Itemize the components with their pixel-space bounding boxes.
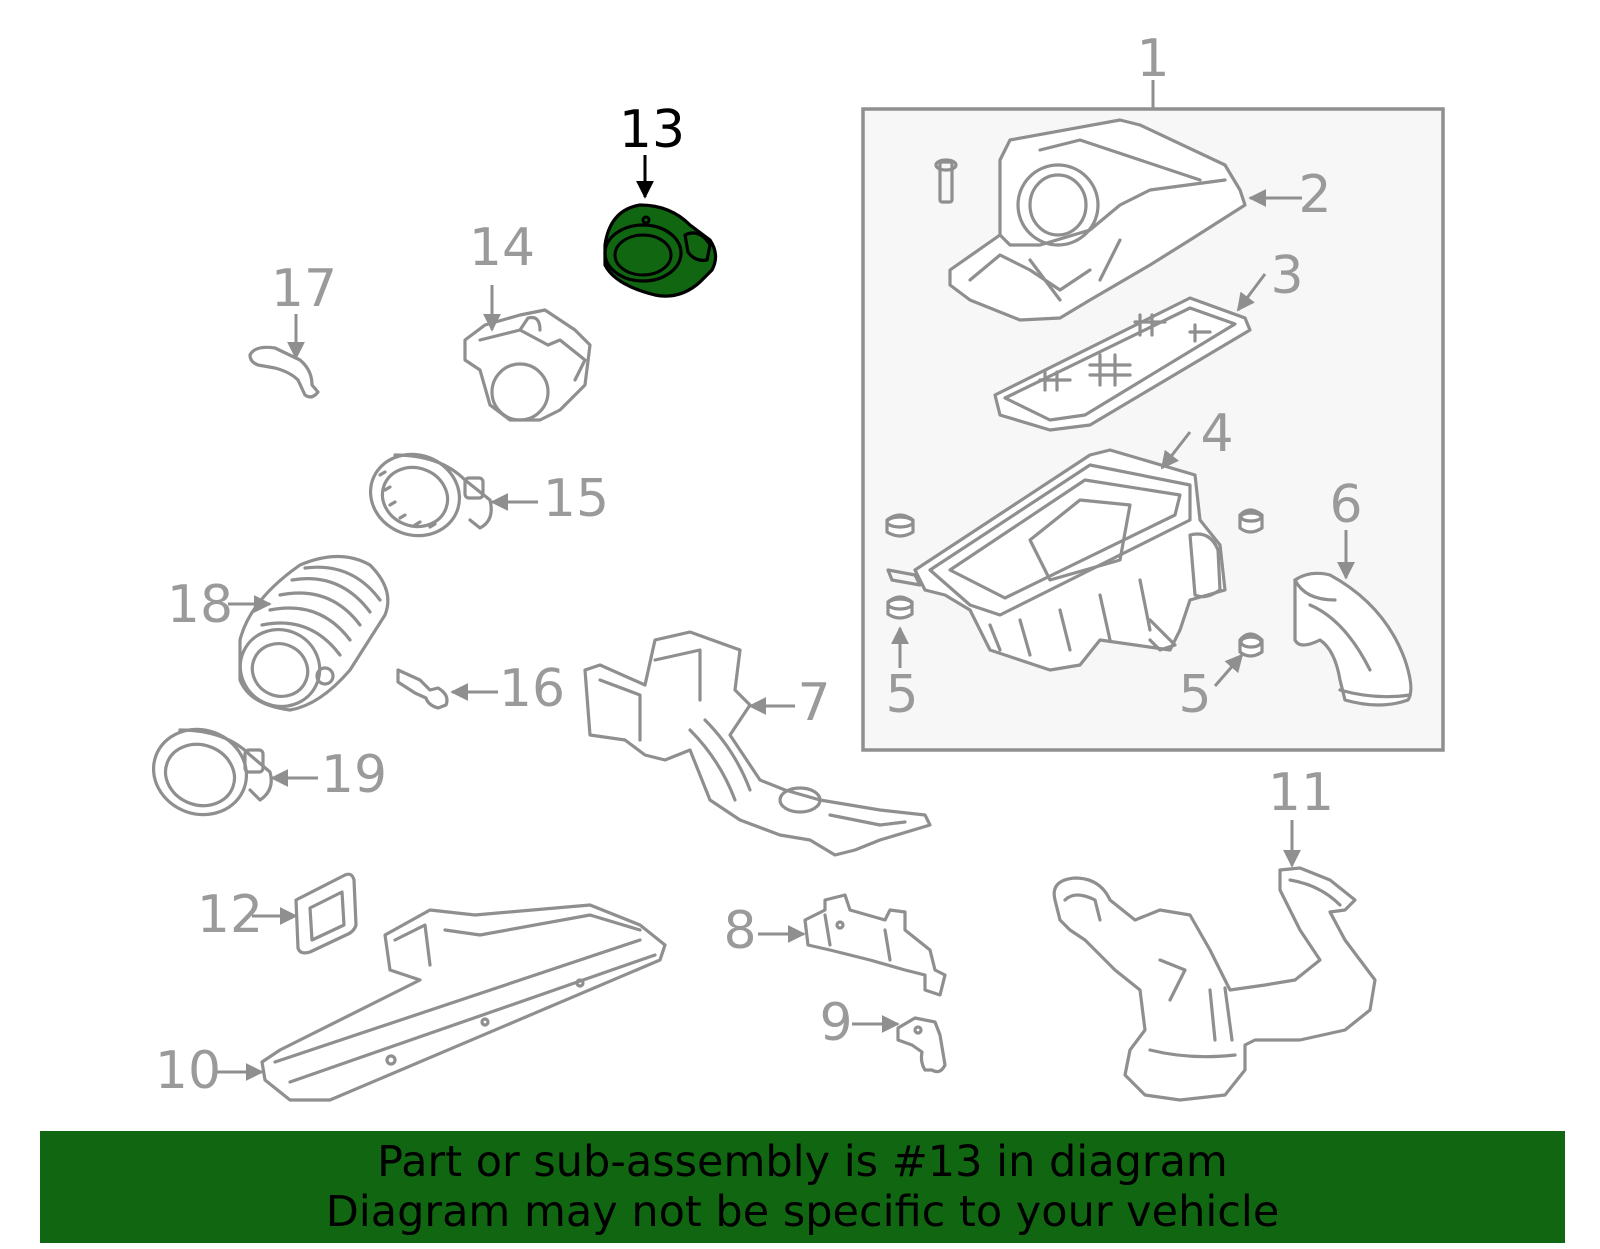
callout-9: 9 [819, 993, 852, 1053]
callout-10: 10 [155, 1041, 221, 1101]
part-12-gasket [294, 872, 358, 955]
info-banner: Part or sub-assembly is #13 in diagram D… [40, 1131, 1565, 1243]
callout-6: 6 [1329, 475, 1362, 535]
part-3-filter [993, 296, 1252, 432]
part-15-clamp [368, 452, 493, 538]
callout-8: 8 [723, 901, 756, 961]
callout-17: 17 [271, 259, 337, 319]
part-8-bracket [803, 893, 947, 997]
callout-2: 2 [1298, 165, 1331, 225]
part-14-sensor [463, 308, 592, 422]
part-7-duct [583, 630, 932, 857]
part-19-clamp [151, 727, 273, 817]
banner-line-2: Diagram may not be specific to your vehi… [325, 1187, 1280, 1237]
banner-line-1: Part or sub-assembly is #13 in diagram [377, 1137, 1228, 1187]
part-10-duct [260, 903, 667, 1102]
callout-4: 4 [1200, 404, 1233, 464]
callout-15: 15 [543, 469, 609, 529]
callout-5b: 5 [1178, 665, 1211, 725]
callout-14: 14 [469, 218, 535, 278]
part-2-cover [934, 118, 1247, 322]
callout-11: 11 [1268, 763, 1334, 823]
callout-13: 13 [619, 100, 685, 160]
callout-7: 7 [797, 673, 830, 733]
callout-19: 19 [321, 745, 387, 805]
callout-3: 3 [1270, 246, 1303, 306]
callout-18: 18 [167, 575, 233, 635]
callout-1: 1 [1136, 29, 1169, 89]
part-17-hose [248, 345, 320, 399]
part-16-clip [396, 668, 449, 710]
part-13-clamp-highlighted [603, 203, 718, 298]
part-6-elbow [1293, 571, 1413, 707]
part-4-housing [886, 448, 1227, 672]
callout-16: 16 [499, 659, 565, 719]
part-18-bellows [238, 555, 390, 712]
part-5-grommets [885, 508, 1264, 658]
callout-12: 12 [197, 885, 263, 945]
callout-5a: 5 [885, 665, 918, 725]
part-11-intake [1052, 866, 1377, 1102]
part-9-bracket [896, 1016, 947, 1074]
